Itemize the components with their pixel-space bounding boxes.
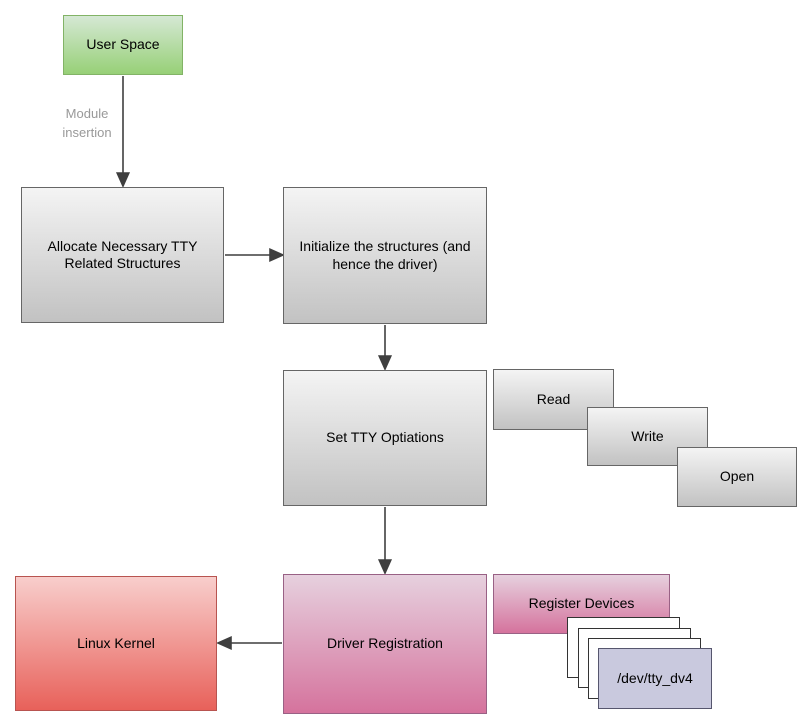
node-device-tty-dv4[interactable]: /dev/tty_dv4 bbox=[598, 648, 712, 709]
node-device-tty-dv4-label: /dev/tty_dv4 bbox=[617, 669, 693, 686]
arrow-driver-registration-to-linux-kernel bbox=[216, 635, 282, 651]
node-initialize-structures[interactable]: Initialize the structures (and hence the… bbox=[283, 187, 487, 324]
node-read-label: Read bbox=[536, 390, 571, 407]
node-linux-kernel[interactable]: Linux Kernel bbox=[15, 576, 217, 711]
node-set-tty-operations[interactable]: Set TTY Optiations bbox=[283, 370, 487, 506]
arrow-initialize-to-set-tty bbox=[377, 325, 393, 371]
node-allocate-structures-label: Allocate Necessary TTY Related Structure… bbox=[47, 237, 198, 272]
node-open[interactable]: Open bbox=[677, 447, 797, 507]
arrow-allocate-to-initialize bbox=[225, 247, 285, 263]
node-write-label: Write bbox=[631, 427, 664, 444]
node-allocate-structures[interactable]: Allocate Necessary TTY Related Structure… bbox=[21, 187, 224, 323]
arrow-set-tty-to-driver-registration bbox=[377, 507, 393, 575]
node-open-label: Open bbox=[719, 468, 755, 485]
node-driver-registration[interactable]: Driver Registration bbox=[283, 574, 487, 714]
edge-label-module-insertion: Module insertion bbox=[62, 106, 112, 140]
node-set-tty-operations-label: Set TTY Optiations bbox=[326, 429, 444, 446]
node-initialize-structures-label: Initialize the structures (and hence the… bbox=[299, 238, 471, 272]
node-linux-kernel-label: Linux Kernel bbox=[77, 634, 155, 651]
node-register-devices-label: Register Devices bbox=[528, 595, 635, 612]
node-user-space-label: User Space bbox=[86, 36, 160, 53]
node-user-space[interactable]: User Space bbox=[63, 15, 183, 75]
node-driver-registration-label: Driver Registration bbox=[327, 635, 443, 652]
